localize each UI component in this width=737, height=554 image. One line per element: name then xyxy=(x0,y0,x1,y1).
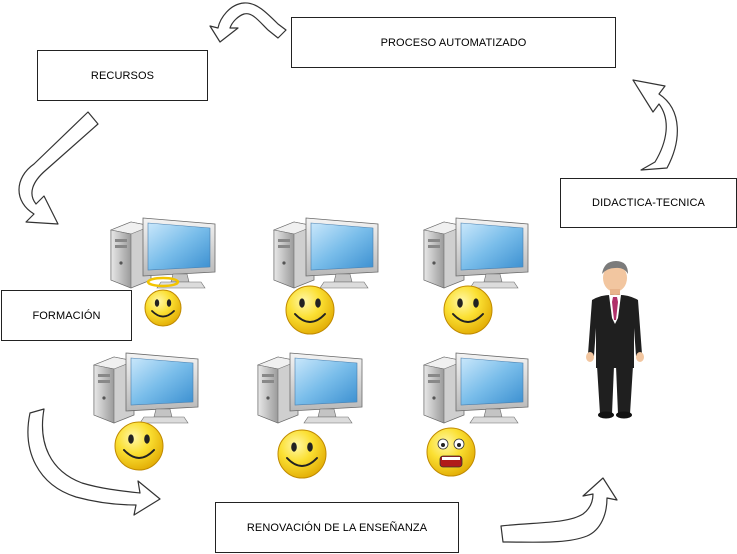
didactica-tecnica-label: DIDACTICA-TECNICA xyxy=(592,197,705,209)
shocked-smiley-icon xyxy=(426,427,476,477)
proceso-automatizado-label: PROCESO AUTOMATIZADO xyxy=(380,36,527,49)
smiley-icon xyxy=(277,429,327,479)
angel-smiley-icon xyxy=(144,276,182,327)
didactica-tecnica-box: DIDACTICA-TECNICA xyxy=(560,178,737,228)
renovacion-label: RENOVACIÓN DE LA ENSEÑANZA xyxy=(246,521,428,534)
curved-arrow-icon xyxy=(500,477,618,543)
proceso-automatizado-box: PROCESO AUTOMATIZADO xyxy=(291,17,616,68)
curved-arrow-icon xyxy=(209,2,287,43)
renovacion-box: RENOVACIÓN DE LA ENSEÑANZA xyxy=(215,502,459,553)
formacion-label: FORMACIÓN xyxy=(32,309,101,322)
computer-icon xyxy=(420,208,530,293)
smiley-icon xyxy=(443,285,493,335)
smiley-icon xyxy=(285,285,335,335)
curved-arrow-icon xyxy=(632,79,678,171)
formacion-box: FORMACIÓN xyxy=(1,290,132,341)
computer-icon xyxy=(90,343,200,428)
computer-icon xyxy=(420,343,530,428)
businessman-icon xyxy=(586,261,644,419)
computer-icon xyxy=(270,208,380,293)
recursos-box: RECURSOS xyxy=(37,50,208,101)
curved-arrow-icon xyxy=(27,408,161,516)
smiley-icon xyxy=(114,421,164,471)
computer-icon xyxy=(254,343,364,428)
recursos-label: RECURSOS xyxy=(90,69,155,82)
curved-arrow-icon xyxy=(18,111,99,225)
